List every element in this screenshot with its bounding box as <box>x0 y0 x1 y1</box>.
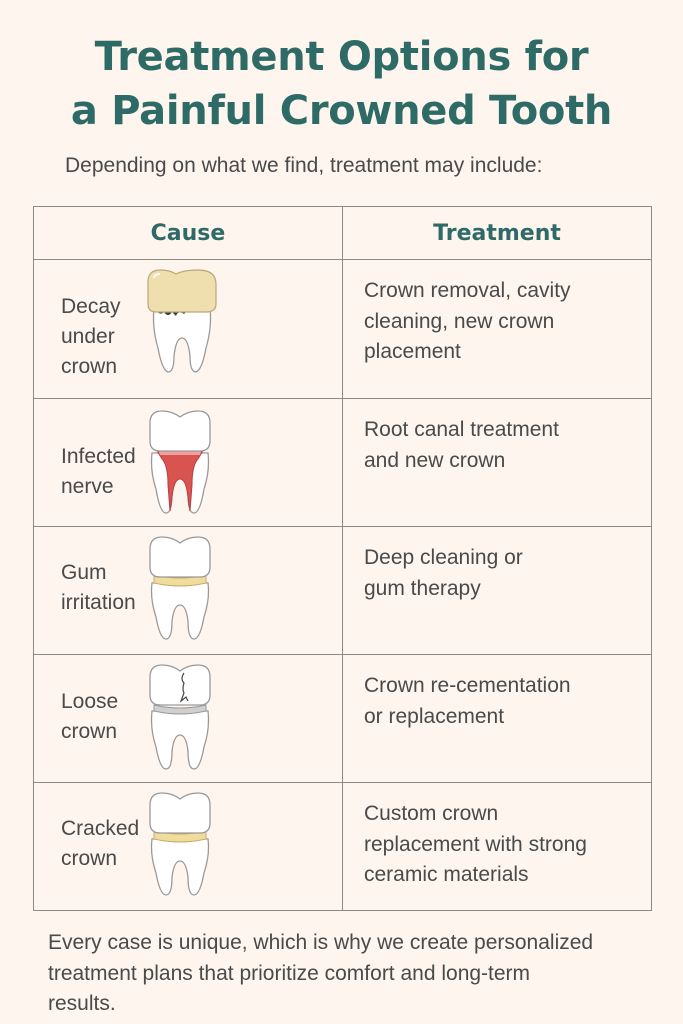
treatment-table: Cause Treatment Decay under crown Crown … <box>33 206 652 911</box>
treatment-text: Root canal treatment and new crown <box>364 418 559 472</box>
cause-column-header: Cause <box>33 206 343 260</box>
gum-irritation-tooth-icon <box>149 536 211 640</box>
cause-label: Decay under crown <box>61 295 121 378</box>
table-header-row: Cause Treatment <box>33 206 652 260</box>
cause-label: Infected nerve <box>61 445 136 498</box>
cause-label: Loose crown <box>61 690 119 743</box>
table-row: Gum irritation Deep cleaning or gum ther… <box>33 526 652 655</box>
treatment-cell: Root canal treatment and new crown <box>342 398 652 527</box>
table-row: Cracked crown Custom crown replacement w… <box>33 782 652 911</box>
cause-cell: Gum irritation <box>33 526 343 655</box>
table-row: Infected nerve Root canal treatment and … <box>33 398 652 527</box>
cause-cell: Decay under crown <box>33 259 343 399</box>
title-line-2: a Painful Crowned Tooth <box>70 88 613 134</box>
cause-cell: Cracked crown <box>33 782 343 911</box>
page-title: Treatment Options for a Painful Crowned … <box>0 30 683 138</box>
treatment-text: Crown removal, cavity cleaning, new crow… <box>364 279 571 363</box>
treatment-cell: Custom crown replacement with strong cer… <box>342 782 652 911</box>
treatment-column-header: Treatment <box>342 206 652 260</box>
intro-text: Depending on what we find, treatment may… <box>65 154 543 177</box>
cause-label: Cracked crown <box>61 817 140 870</box>
cracked-crown-tooth-icon <box>149 792 211 896</box>
title-line-1: Treatment Options for <box>94 34 589 80</box>
decayed-tooth-gold-crown-icon <box>147 269 217 373</box>
treatment-text: Custom crown replacement with strong cer… <box>364 802 587 886</box>
cause-cell: Infected nerve <box>33 398 343 527</box>
cause-cell: Loose crown <box>33 654 343 783</box>
cause-label: Gum irritation <box>61 561 136 614</box>
treatment-text: Deep cleaning or gum therapy <box>364 546 523 600</box>
infected-nerve-tooth-icon <box>149 410 211 514</box>
table-row: Decay under crown Crown removal, cavity … <box>33 259 652 399</box>
treatment-text: Crown re-cementation or replacement <box>364 674 571 728</box>
treatment-cell: Crown removal, cavity cleaning, new crow… <box>342 259 652 399</box>
treatment-cell: Deep cleaning or gum therapy <box>342 526 652 655</box>
closing-note: Every case is unique, which is why we cr… <box>48 931 594 1015</box>
treatment-cell: Crown re-cementation or replacement <box>342 654 652 783</box>
table-row: Loose crown Crown re-cementation or repl… <box>33 654 652 783</box>
loose-cracked-crown-tooth-icon <box>149 664 211 770</box>
